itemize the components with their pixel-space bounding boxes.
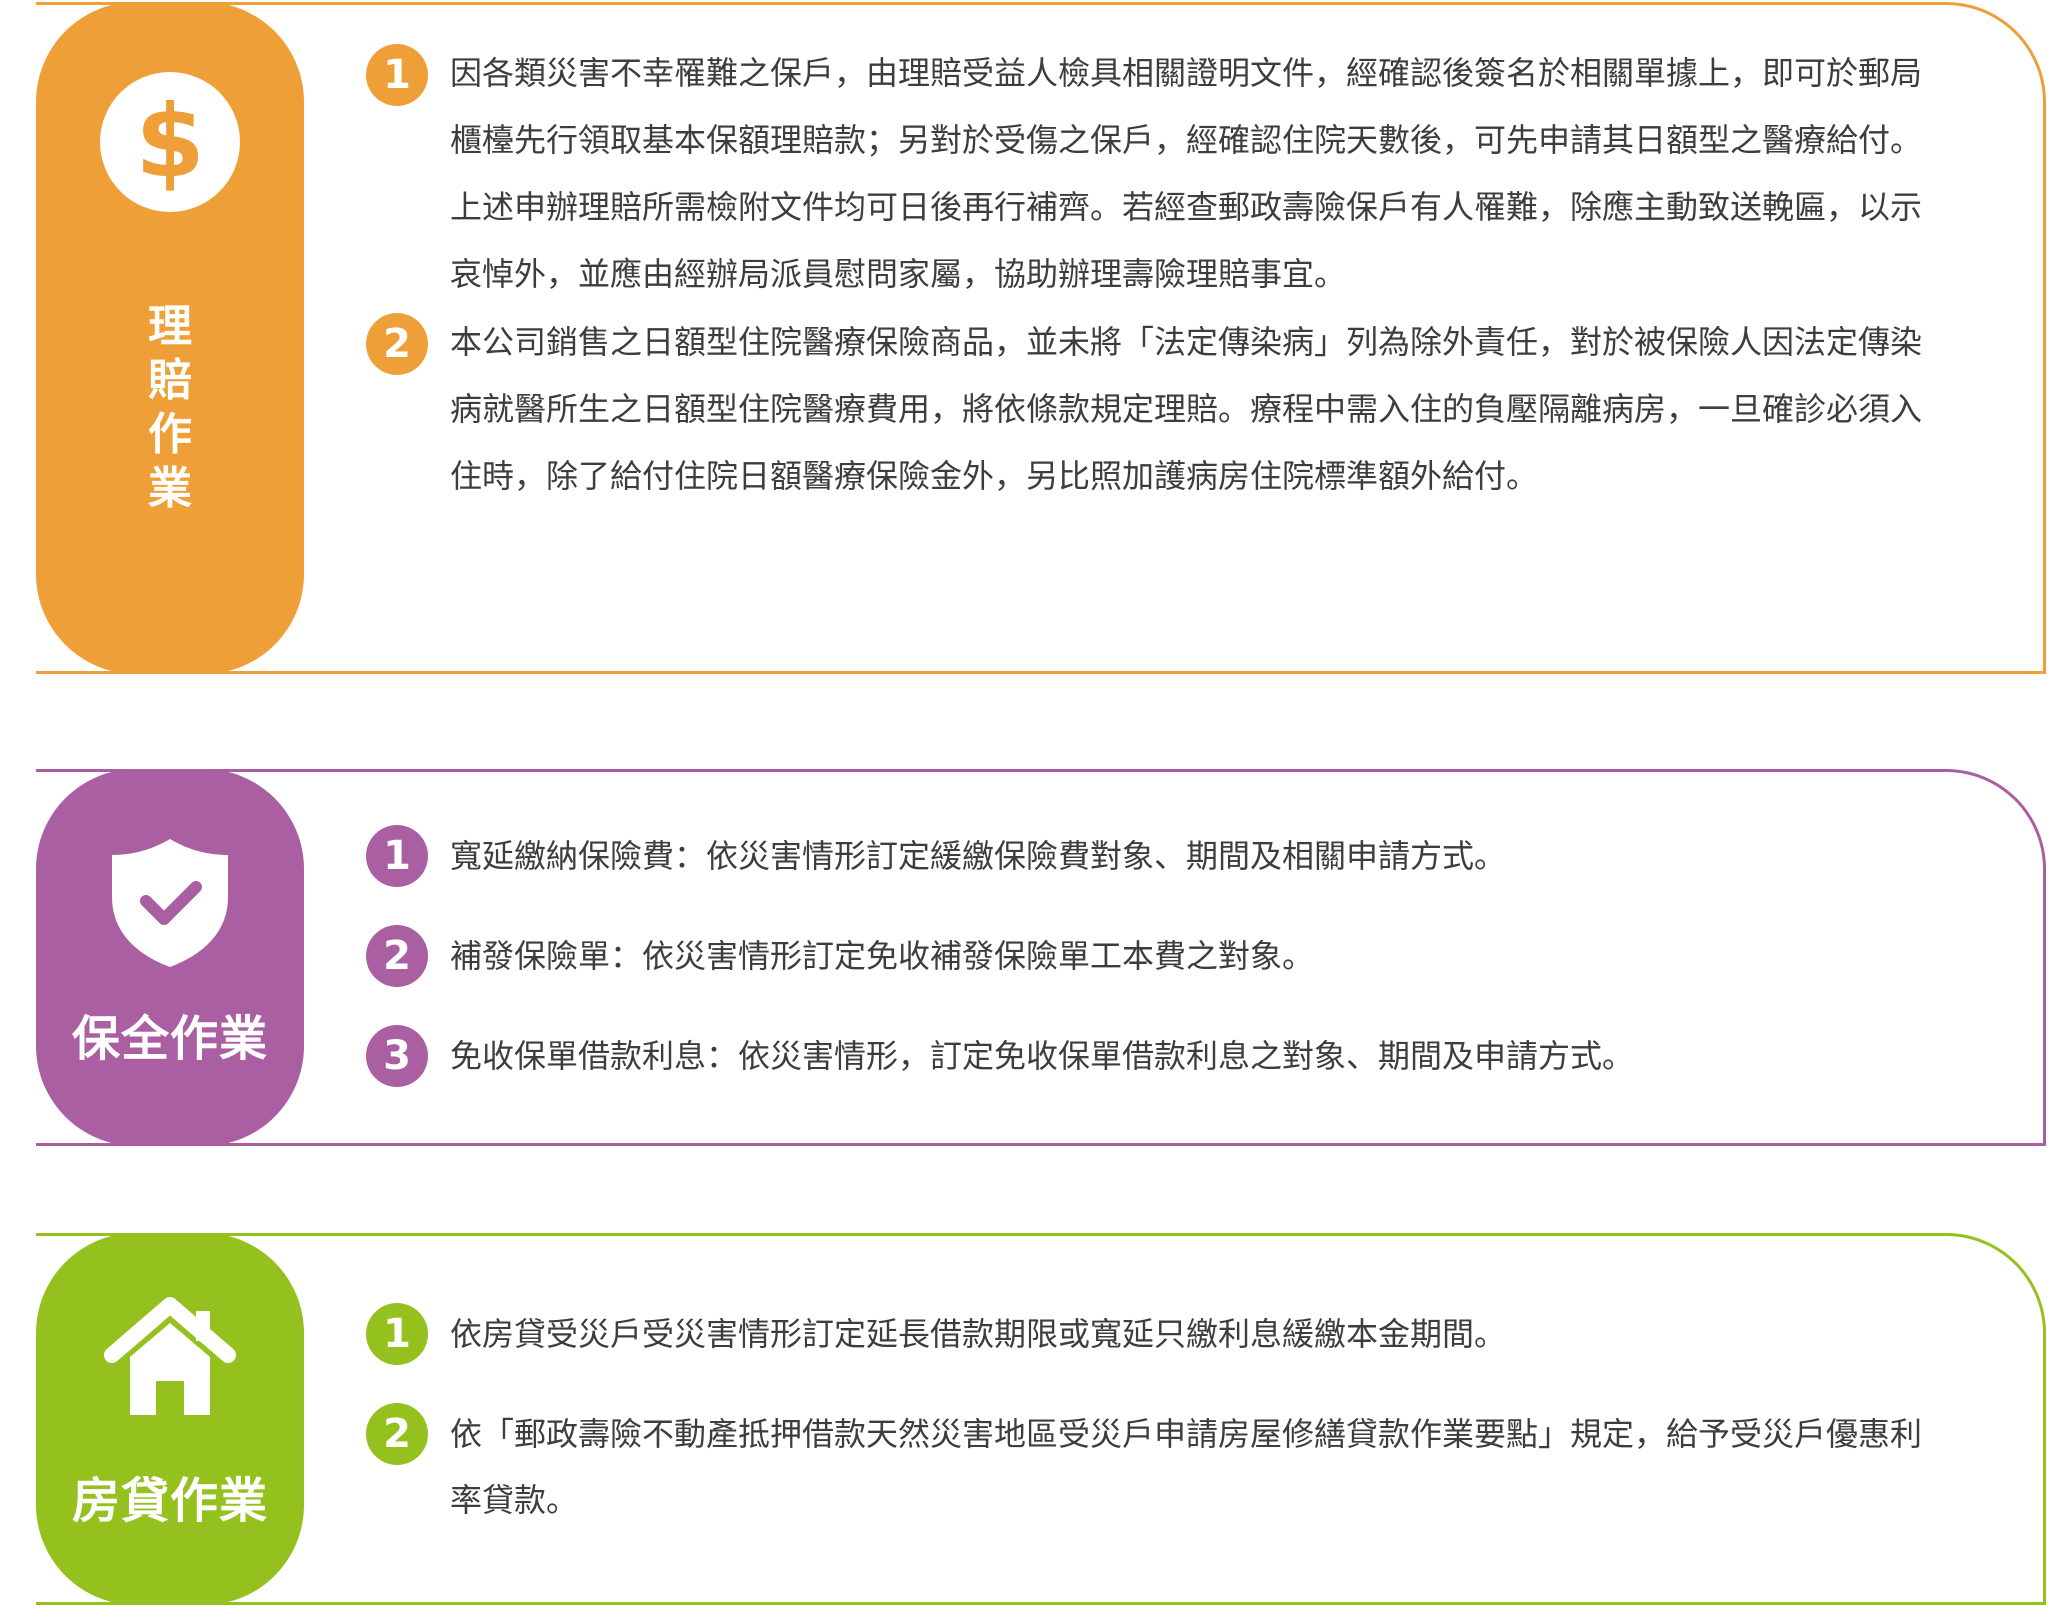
list-item: 2 依「郵政壽險不動產抵押借款天然災害地區受災戶申請房屋修繕貸款作業要點」規定，… (366, 1401, 1946, 1533)
item-number-badge: 3 (366, 1025, 428, 1087)
house-icon (104, 1297, 236, 1415)
item-text: 補發保險單：依災害情形訂定免收補發保險單工本費之對象。 (450, 937, 1315, 975)
preservation-panel-border (36, 769, 2046, 1146)
item-text: 免收保單借款利息：依災害情形，訂定免收保單借款利息之對象、期間及申請方式。 (450, 1037, 1635, 1075)
shield-check-icon (112, 839, 228, 967)
item-text: 因各類災害不幸罹難之保戶，由理賠受益人檢具相關證明文件，經確認後簽名於相關單據上… (450, 54, 1923, 293)
mortgage-items: 1 依房貸受災戶受災害情形訂定延長借款期限或寬延只繳利息緩繳本金期間。 2 依「… (366, 1303, 1946, 1533)
mortgage-section: 房貸作業 1 依房貸受災戶受災害情形訂定延長借款期限或寬延只繳利息緩繳本金期間。… (36, 1233, 2046, 1605)
preservation-tag-label: 保全作業 (71, 1011, 268, 1067)
item-text: 寬延繳納保險費：依災害情形訂定緩繳保險費對象、期間及相關申請方式。 (450, 837, 1507, 875)
preservation-tag: 保全作業 (36, 769, 304, 1146)
item-number-badge: 1 (366, 1303, 428, 1365)
item-number-badge: 2 (366, 1403, 428, 1465)
dollar-icon: $ (100, 72, 240, 212)
list-item: 1 依房貸受災戶受災害情形訂定延長借款期限或寬延只繳利息緩繳本金期間。 (366, 1303, 1946, 1365)
preservation-section: 保全作業 1 寬延繳納保險費：依災害情形訂定緩繳保險費對象、期間及相關申請方式。… (36, 769, 2046, 1146)
svg-text:$: $ (135, 83, 205, 200)
list-item: 1 因各類災害不幸罹難之保戶，由理賠受益人檢具相關證明文件，經確認後簽名於相關單… (366, 40, 1946, 308)
claims-section: $ 理賠作業 1 因各類災害不幸罹難之保戶，由理賠受益人檢具相關證明文件，經確認… (36, 2, 2046, 674)
item-number-badge: 2 (366, 925, 428, 987)
item-text: 依「郵政壽險不動產抵押借款天然災害地區受災戶申請房屋修繕貸款作業要點」規定，給予… (450, 1415, 1923, 1519)
claims-items: 1 因各類災害不幸罹難之保戶，由理賠受益人檢具相關證明文件，經確認後簽名於相關單… (366, 40, 1946, 510)
claims-tag-label: 理賠作業 (148, 301, 192, 514)
mortgage-tag-label: 房貸作業 (71, 1473, 268, 1529)
item-text: 本公司銷售之日額型住院醫療保險商品，並未將「法定傳染病」列為除外責任，對於被保險… (450, 323, 1923, 495)
item-number-badge: 1 (366, 825, 428, 887)
item-text: 依房貸受災戶受災害情形訂定延長借款期限或寬延只繳利息緩繳本金期間。 (450, 1315, 1507, 1353)
claims-panel-border (36, 2, 2046, 674)
preservation-items: 1 寬延繳納保險費：依災害情形訂定緩繳保險費對象、期間及相關申請方式。 2 補發… (366, 825, 1946, 1087)
item-number-badge: 2 (366, 313, 428, 375)
list-item: 3 免收保單借款利息：依災害情形，訂定免收保單借款利息之對象、期間及申請方式。 (366, 1025, 1946, 1087)
claims-tag: $ 理賠作業 (36, 2, 304, 674)
list-item: 1 寬延繳納保險費：依災害情形訂定緩繳保險費對象、期間及相關申請方式。 (366, 825, 1946, 887)
item-number-badge: 1 (366, 44, 428, 106)
mortgage-panel-border (36, 1233, 2046, 1605)
list-item: 2 本公司銷售之日額型住院醫療保險商品，並未將「法定傳染病」列為除外責任，對於被… (366, 309, 1946, 510)
list-item: 2 補發保險單：依災害情形訂定免收補發保險單工本費之對象。 (366, 925, 1946, 987)
mortgage-tag: 房貸作業 (36, 1233, 304, 1605)
